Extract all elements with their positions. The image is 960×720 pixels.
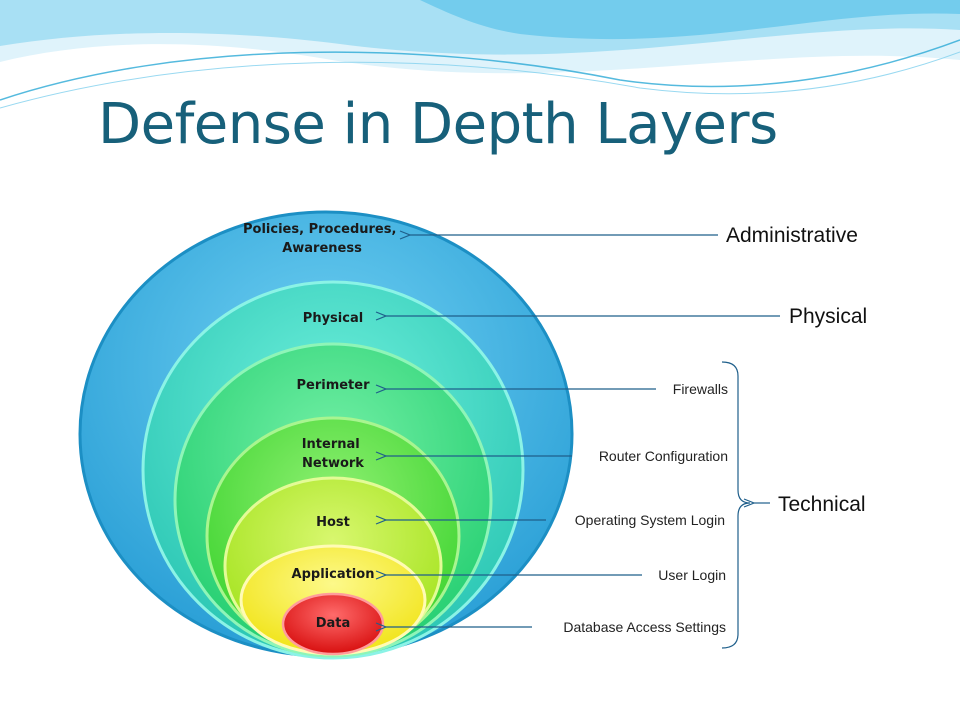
technical-bracket [721, 361, 751, 649]
layer-label-internal-network: Internal Network [302, 437, 365, 471]
callout-firewalls: Firewalls [673, 381, 728, 397]
callout-user-login: User Login [658, 567, 726, 583]
layer-label-policies: Policies, Procedures, Awareness [243, 222, 401, 256]
layer-label-host: Host [316, 515, 350, 530]
callout-router-configuration: Router Configuration [599, 448, 728, 464]
callout-database-access-settings: Database Access Settings [563, 619, 726, 635]
page-title: Defense in Depth Layers [98, 92, 778, 157]
header-wave-decoration [0, 0, 960, 109]
layer-label-data: Data [316, 616, 351, 631]
layer-label-perimeter: Perimeter [296, 378, 370, 393]
callout-operating-system-login: Operating System Login [575, 512, 725, 528]
category-physical: Physical [789, 305, 867, 328]
layer-label-application: Application [292, 567, 375, 582]
category-technical: Technical [778, 493, 866, 516]
layer-label-physical: Physical [303, 311, 363, 326]
category-administrative: Administrative [726, 224, 858, 247]
